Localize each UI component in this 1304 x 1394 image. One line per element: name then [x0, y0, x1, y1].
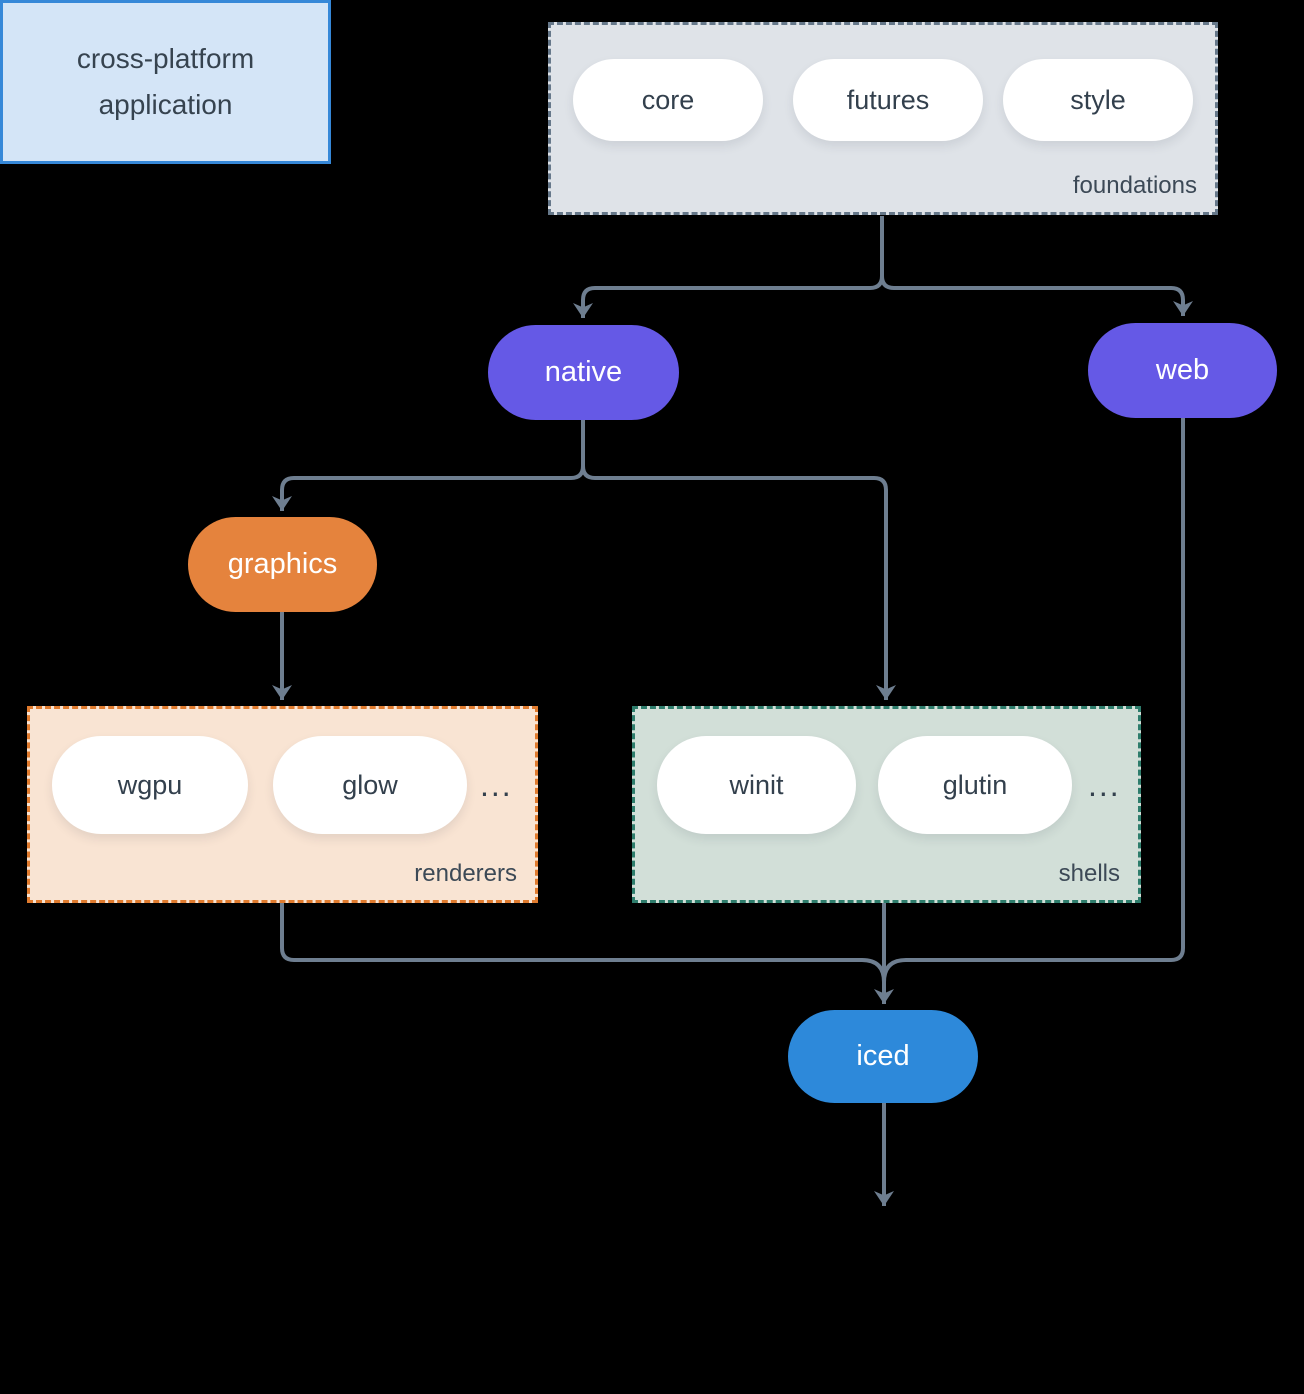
graphics-node: graphics	[188, 517, 377, 612]
foundations-label: foundations	[1072, 172, 1197, 199]
application-label-line1: cross-platform	[76, 43, 255, 74]
arrow-native-to-graphics	[272, 420, 585, 511]
shells-group: winit glutin ... shells	[632, 706, 1141, 903]
arrow-foundations-to-native	[573, 216, 884, 318]
line-web-to-merge	[882, 418, 1185, 983]
application-box: cross-platform application	[0, 0, 331, 164]
shells-label: shells	[1058, 860, 1120, 887]
arrow-native-to-shells	[581, 420, 896, 700]
web-node: web	[1088, 323, 1277, 418]
application-label-line2: application	[98, 89, 233, 120]
line-renderers-to-merge	[280, 903, 886, 983]
renderers-label: renderers	[414, 860, 517, 887]
pill-wgpu: wgpu	[52, 736, 248, 834]
iced-node: iced	[788, 1010, 978, 1103]
arrow-foundations-to-web	[880, 216, 1193, 316]
native-node: native	[488, 325, 679, 420]
pill-glutin: glutin	[878, 736, 1072, 834]
shells-ellipsis: ...	[1088, 767, 1121, 803]
foundations-group: core futures style foundations	[548, 22, 1218, 215]
pill-winit: winit	[657, 736, 856, 834]
renderers-group: wgpu glow ... renderers	[27, 706, 538, 903]
pill-style: style	[1003, 59, 1193, 141]
pill-futures: futures	[793, 59, 983, 141]
renderers-ellipsis: ...	[480, 767, 513, 803]
pill-core: core	[573, 59, 763, 141]
pill-glow: glow	[273, 736, 467, 834]
